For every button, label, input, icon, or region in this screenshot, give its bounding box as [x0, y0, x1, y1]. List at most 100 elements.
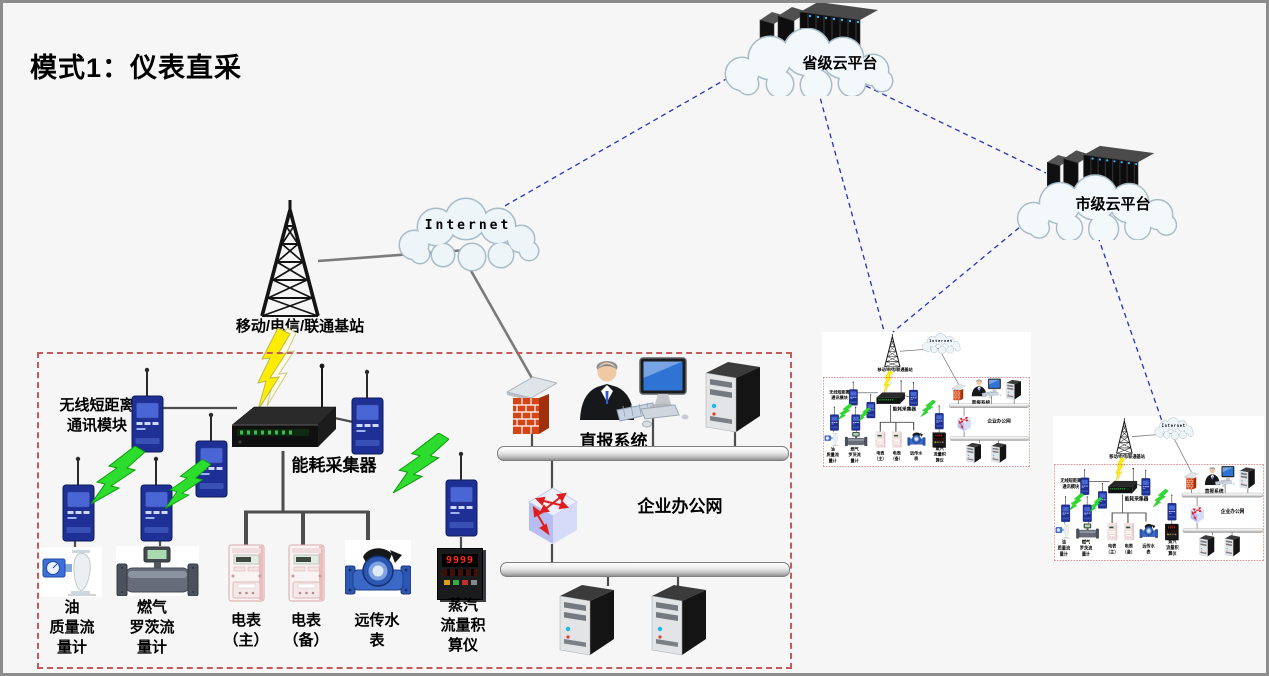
cloud-shape: [724, 28, 894, 96]
electric-meter-icon: [891, 431, 902, 448]
water-meter-icon: [345, 540, 411, 597]
wireless-signal-bolt-icon: [165, 459, 211, 509]
gas-flowmeter-icon: [116, 546, 199, 596]
base-station-label: 移动/电信/联通基站: [877, 367, 913, 373]
energy-collector-icon: [1108, 467, 1138, 494]
monitor-icon: [987, 378, 1002, 397]
lightning-bolt-icon: [1115, 457, 1127, 482]
wireless-signal-bolt-icon: [1089, 496, 1103, 513]
lightning-bolt-icon: [257, 328, 296, 410]
monitor-icon: [639, 357, 689, 420]
switch-icon: [957, 415, 972, 432]
office-network-label: 企业办公网: [1220, 508, 1245, 515]
operator-icon: [1204, 467, 1226, 488]
meter-label-gas: 燃气 罗茨流 量计: [129, 599, 175, 656]
firewall-icon: [1184, 471, 1199, 490]
reporting-system-label: 直报系统: [971, 399, 991, 406]
wireless-module-icon: [131, 367, 164, 453]
signal-tower-icon: [1116, 418, 1133, 454]
cloud-shape: [1016, 174, 1178, 240]
meter-label-gas: 燃气 罗茨流 量计: [1079, 539, 1093, 557]
water-meter-icon: [1139, 521, 1158, 539]
meter-label-gas: 燃气 罗茨流 量计: [848, 446, 861, 463]
meter-label-oil: 油 质量流 量计: [1057, 539, 1071, 557]
meter-label-water: 远传水 表: [909, 450, 923, 461]
signal-tower-icon: [260, 200, 320, 317]
wireless-module-icon: [1098, 482, 1107, 509]
internet-cloud-shape: [1154, 417, 1194, 440]
office-network-label: 企业办公网: [637, 497, 723, 516]
gas-flowmeter-icon: [1076, 523, 1100, 539]
wireless-signal-bolt-icon: [393, 433, 449, 493]
site-boundary-box: [1054, 464, 1264, 561]
wireless-module-icon: [934, 405, 944, 430]
meter-label-electric-main: 电表 （主）: [1105, 543, 1119, 555]
wireless-module-icon: [1167, 494, 1177, 521]
meter-label-electric-main: 电表 （主）: [223, 612, 269, 649]
wireless-module-icon: [830, 406, 839, 431]
internet-label: Internet: [929, 339, 953, 344]
meter-label-oil: 油 质量流 量计: [826, 446, 839, 463]
water-meter-icon: [907, 430, 926, 447]
dashed-link-lines: [502, 77, 1164, 425]
steam-buttons: [444, 580, 482, 585]
lightning-bolt-icon: [883, 370, 894, 394]
network-bus-bar: [500, 562, 790, 577]
tower-server-icon: [1239, 467, 1255, 489]
oil-flowmeter-icon: [40, 547, 102, 597]
meter-label-electric-backup: 电表 （备）: [283, 612, 329, 649]
lan-wires: [73, 406, 737, 586]
network-bus-bar: [949, 436, 1030, 441]
wireless-signal-bolt-icon: [858, 407, 871, 422]
meter-label-water: 远传水 表: [1142, 543, 1155, 555]
electric-meter-icon: [228, 544, 265, 602]
tower-server-icon: [1199, 535, 1215, 557]
network-bus-bar: [1181, 492, 1263, 498]
branch-site-diagram-1: Internet 移动/电信/联通基站 无线短距离 通讯模块: [822, 332, 1031, 467]
tower-server-icon: [705, 362, 760, 433]
provincial-cloud-platform: 省级云平台: [712, 0, 912, 100]
site-boundary-box: [823, 376, 1030, 467]
firewall-icon: [951, 383, 966, 401]
steam-buttons: [1167, 533, 1178, 536]
collector-label: 能耗采集器: [892, 406, 917, 412]
meter-label-steam: 蒸汽 流量积 算仪: [1166, 538, 1179, 557]
meter-label-steam: 蒸汽 流量积 算仪: [440, 597, 486, 654]
wireless-signal-bolt-icon: [920, 399, 936, 417]
electric-meter-icon: [875, 431, 886, 448]
wireless-module-icon: [848, 381, 858, 406]
energy-collector-icon: [876, 380, 906, 404]
steam-totalizer-icon: 9999: [1165, 523, 1178, 540]
steam-display-value: 9999: [442, 554, 478, 567]
firewall-icon: [505, 376, 557, 434]
steam-display-value: 9999: [1166, 525, 1177, 530]
meter-label-electric-backup: 电表 （备）: [890, 450, 903, 461]
energy-collector-icon: [231, 363, 337, 447]
electric-meter-icon: [1107, 522, 1118, 541]
steam-secondary-display: [1166, 530, 1177, 533]
tower-server-icon: [966, 442, 982, 463]
site-network-diagram: Internet 移动/电信/联通基站 无线短距离 通讯模块: [1053, 416, 1264, 561]
municipal-cloud-platform: 市级云平台: [1005, 142, 1195, 242]
wireless-module-icon: [195, 412, 228, 498]
wireless-module-icon: [1082, 496, 1092, 522]
reporting-system-label: 直报系统: [1204, 488, 1224, 495]
wireless-module-icon: [909, 382, 918, 407]
collector-label: 能耗采集器: [1124, 495, 1149, 502]
switch-icon: [1190, 505, 1205, 523]
network-bus-bar: [948, 403, 1029, 408]
operator-icon: [971, 379, 993, 399]
connection-wires: [73, 247, 737, 586]
wireless-signal-bolt-icon: [91, 446, 145, 504]
operator-icon: [580, 361, 655, 428]
wireless-module-icon: [351, 369, 384, 455]
switch-icon: [528, 487, 578, 544]
site-boundary-box: [37, 352, 792, 669]
network-bus-bar: [497, 446, 789, 461]
site-network-diagram: Internet 移动/电信/联通基站 无线短距离 通讯模块: [822, 332, 1030, 467]
office-network-label: 企业办公网: [987, 418, 1011, 424]
wireless-module-icon: [1141, 469, 1151, 496]
site-network-diagram: Internet 移动/电信/联通基站 无线短距离 通讯模块: [33, 193, 793, 670]
